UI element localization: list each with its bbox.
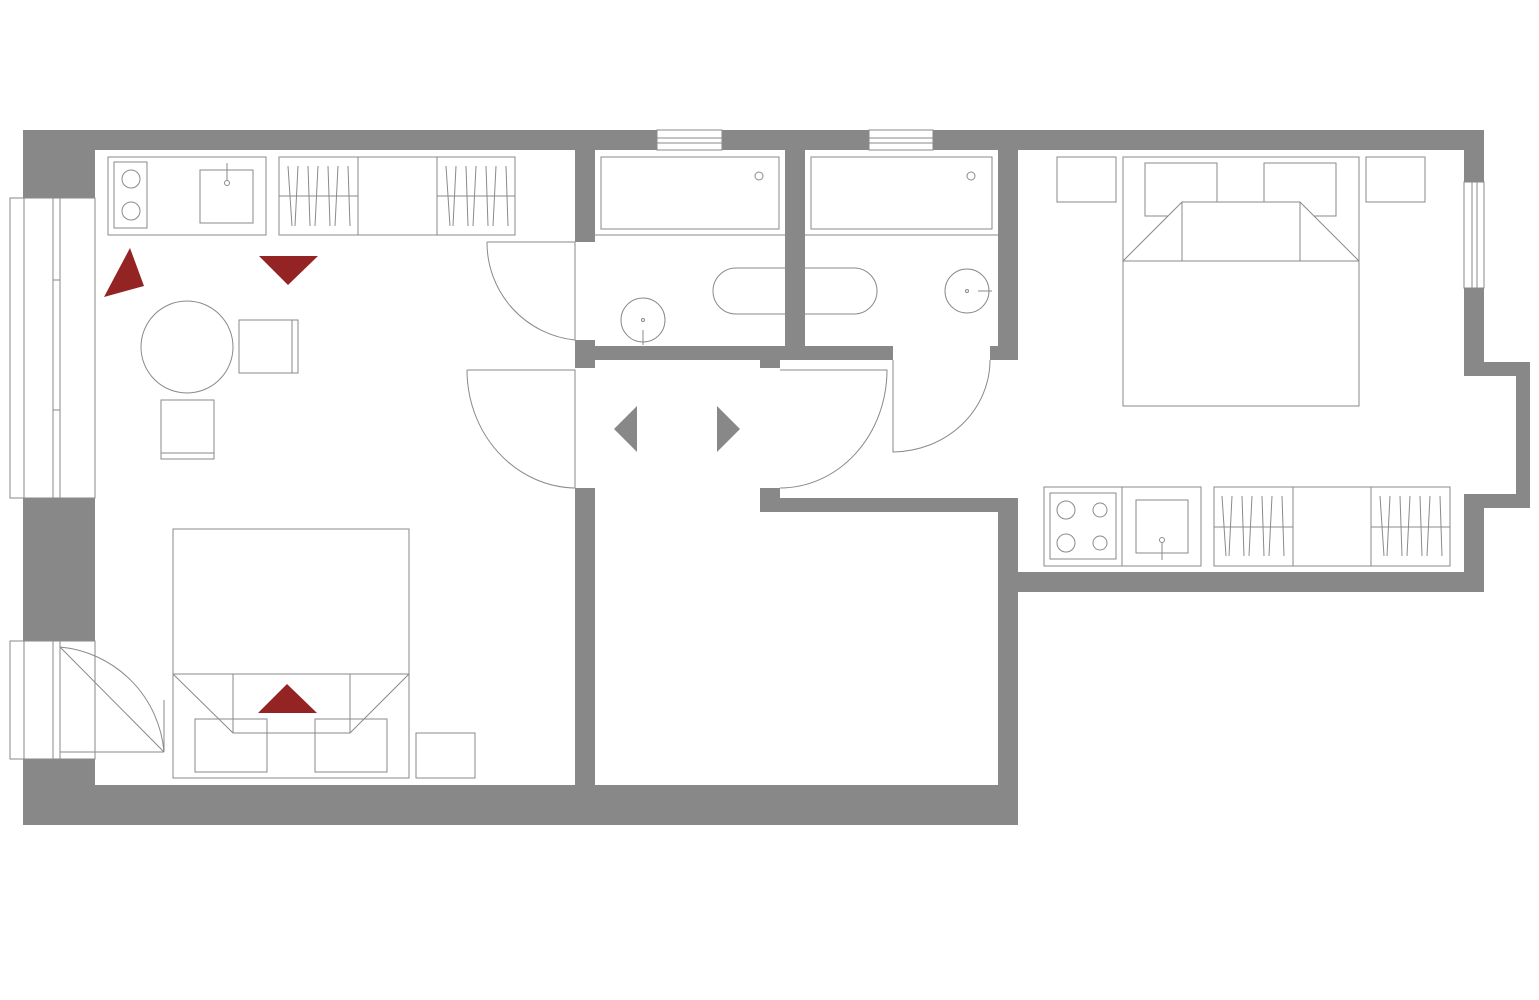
view-marker-bed-up[interactable] [258, 684, 317, 713]
wall-bath-stub-left [760, 346, 780, 368]
wall-bath-bottom-right [805, 346, 893, 360]
round-table [140, 300, 234, 394]
hangers-left-2 [445, 165, 509, 227]
wall-hall-bottom [760, 498, 1018, 512]
hall-door-right-swing [779, 369, 888, 489]
wall-bottom [23, 785, 1018, 825]
hall-door-left-swing [466, 369, 576, 489]
nav-arrows [614, 406, 740, 452]
wall-bath-divider [785, 150, 805, 360]
bed-left [172, 528, 410, 779]
wall-right-bottom [1018, 572, 1484, 592]
wall-bath-bottom-left [595, 346, 785, 360]
nightstand-left [415, 732, 476, 779]
chair-bottom [160, 399, 215, 460]
wall-right-bottom-side [1464, 494, 1484, 592]
wall-divider-left-stub [575, 340, 595, 368]
shower-bench [712, 267, 878, 315]
nightstand-right-1 [1056, 156, 1117, 203]
wall-bath-right-stub [990, 346, 1018, 360]
wall-top-right [933, 130, 1484, 150]
hangers-right-2 [1379, 495, 1443, 557]
walls [23, 130, 1530, 825]
wall-right-lower [1464, 288, 1484, 376]
wall-top-left [23, 130, 657, 150]
hangers-left-1 [287, 165, 351, 227]
wall-divider-left-upper [575, 150, 595, 242]
wall-right-bump-top [1464, 362, 1530, 376]
doors [59, 241, 991, 753]
chair-right [238, 319, 299, 374]
pillow-left-2 [314, 718, 388, 773]
view-markers [104, 248, 318, 713]
bathrooms [595, 156, 998, 345]
view-marker-kitchen-left[interactable] [104, 248, 144, 297]
right-room-furniture [1043, 156, 1451, 567]
wall-right-upper [1464, 130, 1484, 182]
hangers-right-1 [1221, 495, 1285, 557]
nav-arrow-left[interactable] [614, 406, 637, 452]
kitchen-counter-left [107, 156, 267, 236]
nightstand-right-2 [1365, 156, 1426, 203]
pillow-left-1 [194, 718, 268, 773]
cooktop [113, 161, 148, 229]
wall-right-bump-side [1516, 362, 1530, 508]
wall-top-mid [722, 130, 869, 150]
nav-arrow-right[interactable] [717, 406, 740, 452]
wall-divider-right-lower [998, 498, 1018, 786]
bathtub-left [600, 156, 780, 230]
wall-bath-right [998, 150, 1018, 360]
bathtub-right [810, 156, 993, 230]
window-right [1463, 181, 1485, 289]
cooktop-right [1049, 492, 1117, 560]
bath-right-door-swing [892, 359, 991, 453]
windows [9, 129, 1485, 760]
wall-divider-left-lower [575, 488, 595, 786]
bath-left-door-swing [486, 241, 576, 341]
window-bath-left [656, 129, 723, 151]
wall-left-mid [23, 498, 95, 641]
entry-door-swing [59, 646, 165, 753]
view-marker-kitchen-down[interactable] [259, 256, 318, 285]
wall-right-bump-bottom [1484, 494, 1530, 508]
window-bath-right [868, 129, 934, 151]
wall-left-top [23, 130, 95, 198]
bed-right [1122, 156, 1360, 407]
living-furniture [107, 156, 516, 779]
